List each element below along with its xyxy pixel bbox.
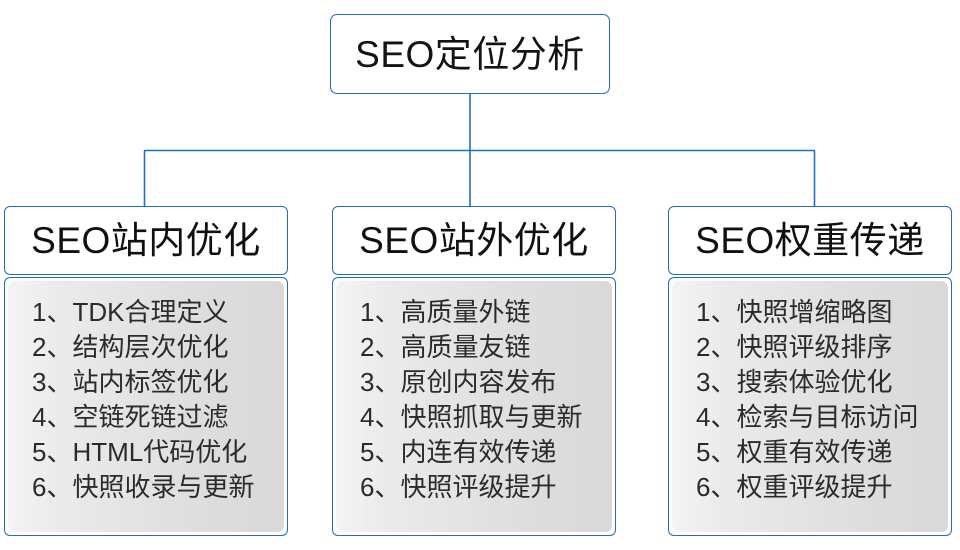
list-item[interactable]: 2、 快照评级排序	[696, 330, 948, 365]
list-item-number: 3、	[32, 367, 73, 397]
list-item-number: 2、	[360, 332, 401, 362]
branch-body-3: 1、 快照增缩略图 2、 快照评级排序 3、 搜索体验优化 4、 检索与目标访问	[668, 277, 952, 536]
list-item-label: 快照增缩略图	[736, 297, 893, 327]
list-item-label: 权重评级提升	[736, 472, 893, 502]
branch-item-list-2: 1、 高质量外链 2、 高质量友链 3、 原创内容发布 4、 快照抓取与更新	[360, 295, 612, 505]
list-item-label: 站内标签优化	[72, 367, 229, 397]
list-item-label: 快照评级排序	[736, 332, 893, 362]
list-item-number: 1、	[32, 297, 73, 327]
list-item-number: 1、	[360, 297, 401, 327]
list-item-number: 2、	[696, 332, 737, 362]
branch-header-title-3: SEO权重传递	[695, 220, 925, 261]
branch-header-title-2: SEO站外优化	[359, 220, 589, 261]
list-item[interactable]: 6、 快照收录与更新	[32, 470, 284, 505]
list-item[interactable]: 3、 原创内容发布	[360, 365, 612, 400]
list-item[interactable]: 4、 空链死链过滤	[32, 400, 284, 435]
branch-header-title-1: SEO站内优化	[31, 220, 261, 261]
list-item-number: 5、	[696, 437, 737, 467]
branch-item-list-3: 1、 快照增缩略图 2、 快照评级排序 3、 搜索体验优化 4、 检索与目标访问	[696, 295, 948, 505]
list-item-number: 1、	[696, 297, 737, 327]
branch-panel-3: 1、 快照增缩略图 2、 快照评级排序 3、 搜索体验优化 4、 检索与目标访问	[672, 281, 948, 532]
branch-column-1: SEO站内优化 1、 TDK合理定义 2、 结构层次优化 3、 站内标签优化	[4, 206, 288, 536]
list-item[interactable]: 5、 内连有效传递	[360, 435, 612, 470]
list-item[interactable]: 4、 快照抓取与更新	[360, 400, 612, 435]
list-item-label: TDK合理定义	[72, 297, 229, 327]
list-item[interactable]: 2、 结构层次优化	[32, 330, 284, 365]
list-item-number: 4、	[360, 402, 401, 432]
list-item-label: 权重有效传递	[736, 437, 893, 467]
list-item-number: 4、	[696, 402, 737, 432]
list-item[interactable]: 5、 HTML代码优化	[32, 435, 284, 470]
branch-body-1: 1、 TDK合理定义 2、 结构层次优化 3、 站内标签优化 4、 空链死链过滤	[4, 277, 288, 536]
list-item[interactable]: 6、 快照评级提升	[360, 470, 612, 505]
list-item-label: 内连有效传递	[400, 437, 557, 467]
list-item-number: 4、	[32, 402, 73, 432]
list-item-label: 快照收录与更新	[72, 472, 255, 502]
list-item[interactable]: 6、 权重评级提升	[696, 470, 948, 505]
list-item-number: 5、	[32, 437, 73, 467]
list-item-label: 快照评级提升	[400, 472, 557, 502]
branch-header-2[interactable]: SEO站外优化	[332, 206, 616, 275]
branch-column-2: SEO站外优化 1、 高质量外链 2、 高质量友链 3、 原创内容发布	[332, 206, 616, 536]
list-item-label: 原创内容发布	[400, 367, 557, 397]
branch-column-3: SEO权重传递 1、 快照增缩略图 2、 快照评级排序 3、 搜索体验优化	[668, 206, 952, 536]
branch-body-2: 1、 高质量外链 2、 高质量友链 3、 原创内容发布 4、 快照抓取与更新	[332, 277, 616, 536]
list-item[interactable]: 4、 检索与目标访问	[696, 400, 948, 435]
list-item-label: HTML代码优化	[72, 437, 248, 467]
list-item[interactable]: 1、 高质量外链	[360, 295, 612, 330]
list-item-number: 6、	[32, 472, 73, 502]
list-item-label: 快照抓取与更新	[400, 402, 583, 432]
list-item-number: 3、	[360, 367, 401, 397]
list-item-label: 高质量外链	[400, 297, 531, 327]
list-item[interactable]: 3、 站内标签优化	[32, 365, 284, 400]
list-item-label: 搜索体验优化	[736, 367, 893, 397]
list-item[interactable]: 3、 搜索体验优化	[696, 365, 948, 400]
branch-panel-1: 1、 TDK合理定义 2、 结构层次优化 3、 站内标签优化 4、 空链死链过滤	[8, 281, 284, 532]
list-item-number: 2、	[32, 332, 73, 362]
list-item-number: 6、	[360, 472, 401, 502]
root-node[interactable]: SEO定位分析	[330, 14, 610, 94]
list-item-number: 5、	[360, 437, 401, 467]
list-item-number: 3、	[696, 367, 737, 397]
list-item[interactable]: 1、 TDK合理定义	[32, 295, 284, 330]
list-item-label: 结构层次优化	[72, 332, 229, 362]
list-item-number: 6、	[696, 472, 737, 502]
branch-panel-2: 1、 高质量外链 2、 高质量友链 3、 原创内容发布 4、 快照抓取与更新	[336, 281, 612, 532]
list-item[interactable]: 2、 高质量友链	[360, 330, 612, 365]
list-item-label: 检索与目标访问	[736, 402, 919, 432]
list-item[interactable]: 5、 权重有效传递	[696, 435, 948, 470]
list-item[interactable]: 1、 快照增缩略图	[696, 295, 948, 330]
list-item-label: 空链死链过滤	[72, 402, 229, 432]
root-node-title: SEO定位分析	[355, 33, 585, 75]
branch-item-list-1: 1、 TDK合理定义 2、 结构层次优化 3、 站内标签优化 4、 空链死链过滤	[32, 295, 284, 505]
branch-header-1[interactable]: SEO站内优化	[4, 206, 288, 275]
branch-header-3[interactable]: SEO权重传递	[668, 206, 952, 275]
list-item-label: 高质量友链	[400, 332, 531, 362]
